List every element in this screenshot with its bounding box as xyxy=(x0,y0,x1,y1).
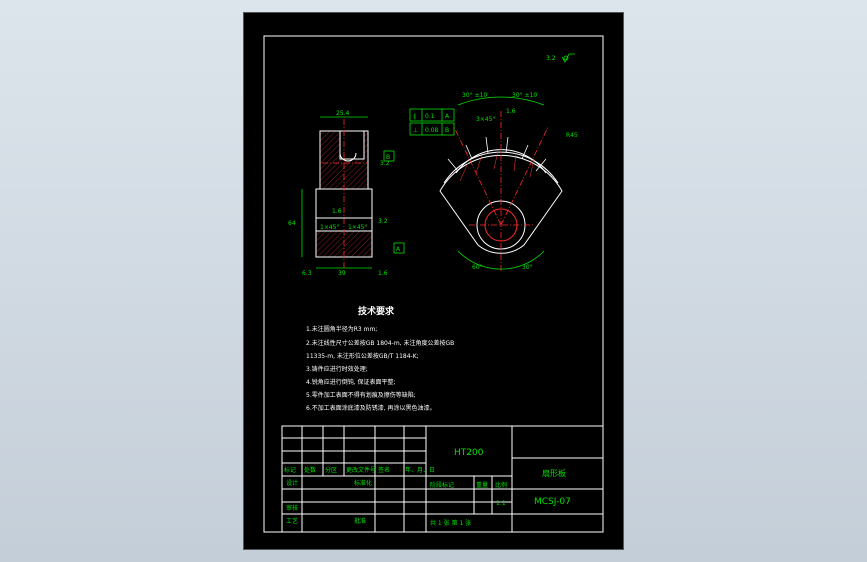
svg-text:共 1 张 第 1 张: 共 1 张 第 1 张 xyxy=(430,519,471,527)
tech-req-line: 2.未注线性尺寸公差按GB 1804-m, 未注角度公差按GB xyxy=(306,339,454,347)
svg-text:1:1: 1:1 xyxy=(496,500,506,507)
svg-text:0.1: 0.1 xyxy=(425,113,435,120)
svg-text:重量: 重量 xyxy=(476,481,488,489)
section-view: 25.4 64 39 1.6 1×45° 1×45° 3.2 B A 3.2 6… xyxy=(288,110,405,277)
material-text: HT200 xyxy=(454,448,484,458)
drawing-sheet: 3.2 xyxy=(243,12,624,550)
svg-text:3.2: 3.2 xyxy=(378,218,388,225)
svg-text:标准化: 标准化 xyxy=(354,479,372,487)
svg-text:工艺: 工艺 xyxy=(286,517,298,525)
svg-text:30° ±10′: 30° ±10′ xyxy=(462,92,489,99)
svg-text:1.6: 1.6 xyxy=(506,108,516,115)
svg-text:60°: 60° xyxy=(472,264,483,271)
tech-req-title: 技术要求 xyxy=(358,305,395,317)
svg-text:3.2: 3.2 xyxy=(380,160,390,167)
svg-text:处数: 处数 xyxy=(304,466,316,474)
svg-text:审核: 审核 xyxy=(286,504,298,512)
svg-text:B: B xyxy=(445,127,449,134)
svg-text:R45: R45 xyxy=(566,132,578,139)
gear-view: 30° ±10′ 30° ±10′ R45 60° 30° 1.6 3×45° xyxy=(439,92,578,271)
svg-text:标记: 标记 xyxy=(284,466,296,474)
svg-text:1×45°: 1×45° xyxy=(348,224,367,231)
svg-text:39: 39 xyxy=(338,270,346,277)
svg-text:∥: ∥ xyxy=(413,113,416,120)
drawing-canvas: 3.2 xyxy=(263,35,604,533)
svg-text:比例: 比例 xyxy=(495,481,507,489)
svg-text:⊥: ⊥ xyxy=(413,127,418,134)
svg-text:设计: 设计 xyxy=(286,479,298,487)
svg-text:阶段标记: 阶段标记 xyxy=(430,481,454,489)
svg-text:30° ±10′: 30° ±10′ xyxy=(512,92,539,99)
svg-text:1.6: 1.6 xyxy=(378,270,388,277)
svg-text:签名: 签名 xyxy=(378,466,390,474)
svg-text:64: 64 xyxy=(288,220,296,227)
svg-text:更改文件号: 更改文件号 xyxy=(346,466,376,474)
tech-req-line: 4.锐角应进行倒钝, 保证表面平整; xyxy=(306,378,396,386)
tech-requirements: 技术要求 1.未注圆角半径为R3 mm; 2.未注线性尺寸公差按GB 1804-… xyxy=(306,305,454,412)
svg-text:1.6: 1.6 xyxy=(332,208,342,215)
svg-text:分区: 分区 xyxy=(325,466,337,474)
part-name: 扇形板 xyxy=(542,468,566,478)
general-roughness-symbol: 3.2 xyxy=(546,53,575,63)
svg-text:3×45°: 3×45° xyxy=(476,116,495,123)
feature-control-frames: ∥ 0.1 A ⊥ 0.08 B xyxy=(409,108,455,136)
svg-text:B: B xyxy=(386,154,390,161)
svg-text:25.4: 25.4 xyxy=(336,110,350,117)
tech-req-line: 6.不加工表面涂底漆及防锈漆, 再涂以黑色油漆。 xyxy=(306,404,436,412)
svg-text:30°: 30° xyxy=(522,264,533,271)
drawing-number: MCSJ-07 xyxy=(534,497,571,507)
tech-req-line: 5.零件加工表面不得有划痕及擦伤等缺陷; xyxy=(306,391,416,399)
title-block: 标记 处数 分区 更改文件号 签名 年、月、日 设计 标准化 阶段标记 重量 比… xyxy=(281,425,604,533)
tech-req-line: 11335-m, 未注形位公差按GB/T 1184-K; xyxy=(306,352,419,360)
svg-text:A: A xyxy=(396,246,401,253)
svg-text:1×45°: 1×45° xyxy=(320,224,339,231)
tech-req-line: 1.未注圆角半径为R3 mm; xyxy=(306,325,377,333)
svg-text:A: A xyxy=(445,113,450,120)
svg-text:3.2: 3.2 xyxy=(546,55,556,62)
svg-text:年、月、日: 年、月、日 xyxy=(405,466,435,474)
svg-text:0.08: 0.08 xyxy=(425,127,439,134)
svg-text:批准: 批准 xyxy=(354,517,366,525)
tech-req-line: 3.铸件应进行时效处理; xyxy=(306,365,368,373)
svg-text:6.3: 6.3 xyxy=(302,270,312,277)
